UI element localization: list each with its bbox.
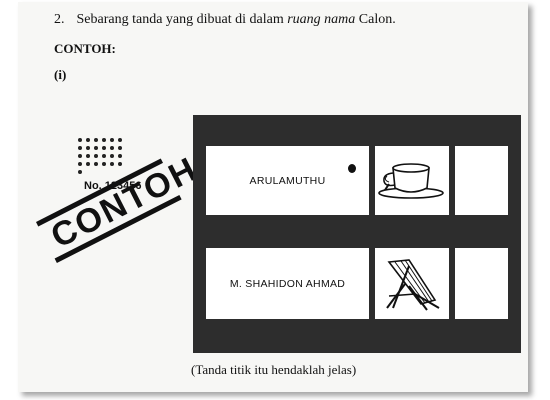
perforation-dot-grid xyxy=(76,136,124,176)
teacup-icon xyxy=(378,163,444,199)
deckchair-icon xyxy=(386,259,440,311)
example-heading: CONTOH: xyxy=(54,41,116,56)
candidate-name-cell: ARULAMUTHU xyxy=(206,146,369,215)
candidate-name: ARULAMUTHU xyxy=(249,174,326,187)
vote-box[interactable] xyxy=(455,146,508,215)
name-space-mark xyxy=(348,164,356,173)
instruction-line: 2. Sebarang tanda yang dibuat di dalam ru… xyxy=(54,12,396,28)
instruction-italic: ruang nama xyxy=(287,12,356,27)
document-page: 2. Sebarang tanda yang dibuat di dalam ru… xyxy=(18,2,528,392)
candidate-name: M. SHAHIDON AHMAD xyxy=(229,277,346,290)
symbol-cell xyxy=(375,146,449,215)
instruction-text: Sebarang tanda yang dibuat di dalam xyxy=(76,12,288,27)
serial-number: No. 123456 xyxy=(84,180,142,192)
candidate-name-cell: M. SHAHIDON AHMAD xyxy=(206,248,369,319)
instruction-number: 2. xyxy=(54,12,65,27)
instruction-text-end: Calon. xyxy=(355,12,396,27)
ballot-paper: ARULAMUTHU M. SHAHIDON AHMAD xyxy=(193,115,521,353)
symbol-cell xyxy=(375,248,449,319)
caption: (Tanda titik itu hendaklah jelas) xyxy=(191,362,357,377)
stamp-text: CONTOH xyxy=(44,149,204,256)
vote-box[interactable] xyxy=(455,248,508,319)
example-sub-label: (i) xyxy=(54,67,67,82)
